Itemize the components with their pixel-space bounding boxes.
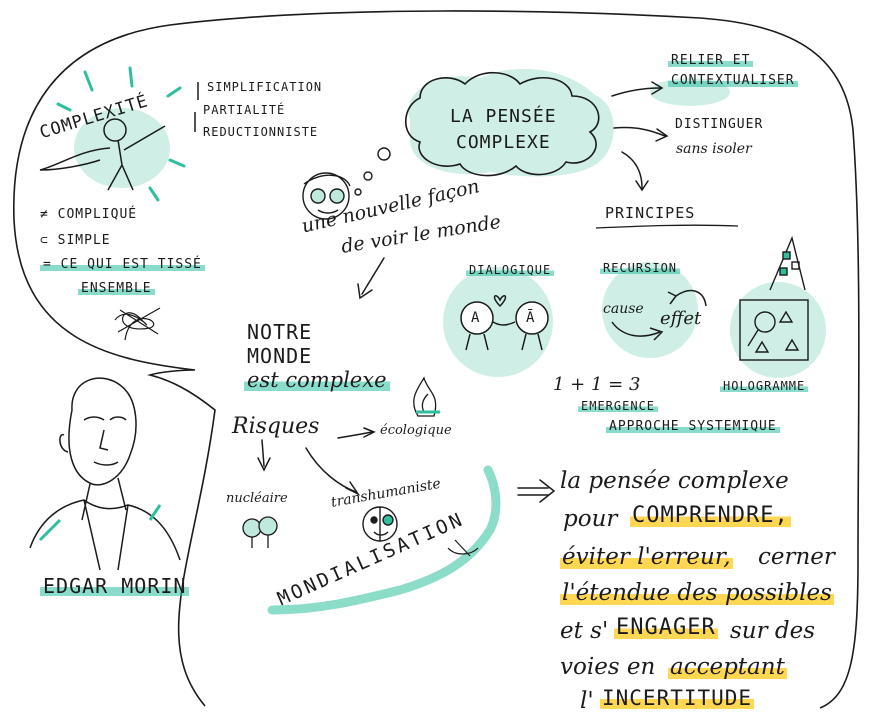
ecologique-label: écologique [380,423,452,438]
brace-complexite [194,82,199,132]
distinguer-line1: DISTINGUER [675,117,764,132]
risques-label: Risques [232,414,320,439]
complexite-def-4: ENSEMBLE [78,282,155,295]
tangle-doodle [114,307,161,341]
nucleaire-label: nucléaire [226,491,288,506]
dialogique-a: A [471,310,481,326]
complexite-item-1: SIMPLIFICATION [207,80,323,94]
speech-bubble-outline [13,10,860,709]
dialogique-a-bar: Ā [526,310,536,326]
globe-arcs [447,539,479,557]
cloud-outline [405,72,600,177]
complexite-def-3: = CE QUI EST TISSÉ [40,258,205,271]
mondialisation-wave [267,465,501,615]
dialogique-doodle [460,294,549,351]
conclusion-line3-a: éviter l'erreur, [560,544,733,570]
conclusion-line4: l'étendue des possibles [560,580,834,606]
conclusion-line3-b: cerner [758,544,835,570]
dialogique-label: DIALOGIQUE [466,264,555,276]
sparkle-strokes [56,66,186,202]
thinking-face-doodle [302,172,351,220]
distinguer-line2: sans isoler [676,141,752,157]
monde-line3: est complexe [244,370,390,391]
recursion-cause: cause [603,301,644,317]
conclusion-line5-b: ENGAGER [614,615,718,640]
complexite-item-3: REDUCTIONNISTE [203,125,319,139]
conclusion-line7-b: INCERTITUDE [600,686,755,710]
transhumanist-face-doodle [362,506,398,542]
complexite-item-2: PARTIALITÉ [203,103,286,117]
relier-line1: RELIER ET [668,54,754,67]
edgar-morin-portrait [29,377,181,571]
recursion-effet: effet [660,308,702,329]
conclusion-line1: la pensée complexe [560,468,789,494]
conclusion-line2-b: COMPRENDRE, [630,503,791,528]
recursion-arrows [611,289,707,341]
conclusion-line5-c: sur des [730,618,816,644]
recursion-label: RECURSION [600,262,681,274]
complexite-def-2: ⊂ SIMPLE [40,233,111,248]
hologramme-label: HOLOGRAMME [720,380,809,392]
tree-doodle [242,516,278,548]
conclusion-line6-a: voies en [560,654,656,680]
hologramme-doodle [739,235,809,361]
principes-underline [595,224,739,229]
monde-line1: NOTRE [247,320,313,344]
thought-bubble-dots [354,147,391,196]
portrait-name: EDGAR MORIN [40,576,190,596]
fire-doodle [413,376,440,417]
center-title-line1: LA PENSÉE [450,106,557,127]
emergence-formula: 1 + 1 = 3 [553,374,641,395]
conclusion-line7-a: l' [580,688,594,714]
relier-line2: CONTEXTUALISER [668,74,798,87]
emergence-label: EMERGENCE [578,400,659,412]
flow-arrows [257,81,669,503]
superhero-doodle [39,118,166,191]
conclusion-line5-a: et s' [560,618,609,644]
principes-label: PRINCIPES [605,204,696,222]
center-title-line2: COMPLEXE [456,132,551,153]
monde-line2: MONDE [247,344,313,368]
conclusion-line2-a: pour [563,506,618,532]
conclusion-line6-b: acceptant [668,654,787,680]
complexite-def-1: ≠ COMPLIQUÉ [40,207,138,222]
systemique-label: APPROCHE SYSTEMIQUE [606,420,780,433]
